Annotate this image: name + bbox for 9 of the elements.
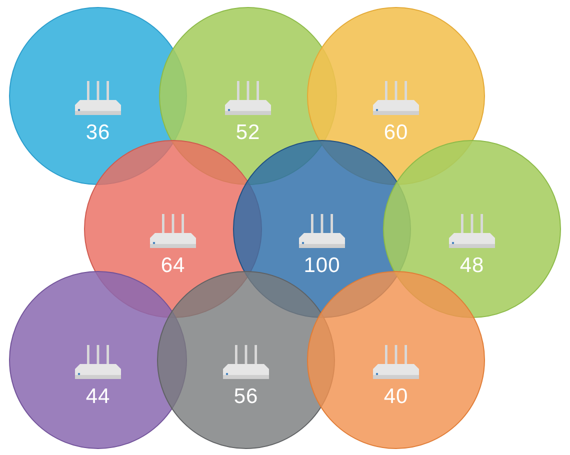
channel-number: 56 [234,385,258,409]
channel-number: 60 [384,121,408,145]
channel-number: 44 [86,385,110,409]
channel-number: 48 [460,254,484,278]
channel-number: 40 [384,385,408,409]
channel-number: 36 [86,121,110,145]
channel-number: 64 [160,254,186,278]
channel-number: 100 [304,254,340,278]
channel-number: 52 [236,121,260,145]
